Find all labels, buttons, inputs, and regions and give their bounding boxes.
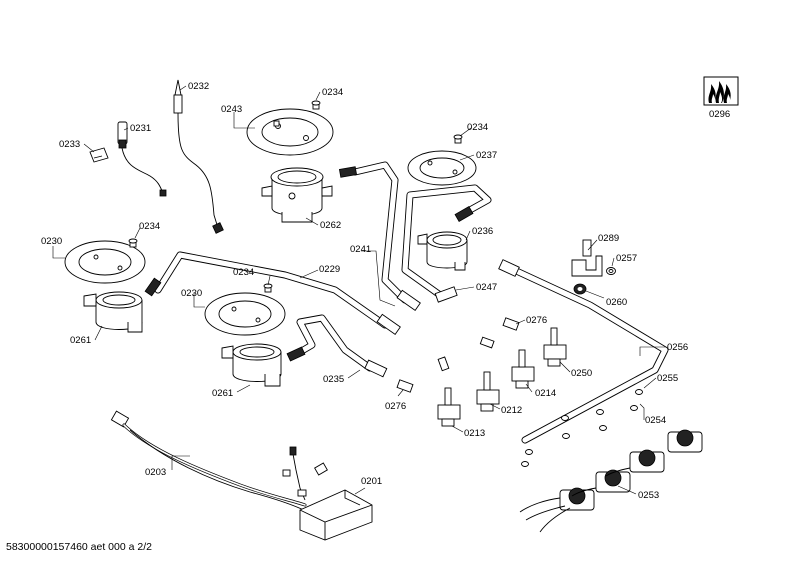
part-label: 0214 bbox=[535, 388, 556, 399]
part-labels: 0232 0234 0243 0231 0233 0234 0237 0262 … bbox=[41, 81, 730, 501]
part-label: 0237 bbox=[476, 150, 497, 161]
part-label: 0247 bbox=[476, 282, 497, 293]
burner-housing-0261-b bbox=[221, 343, 282, 387]
gas-tube-0241 bbox=[338, 161, 421, 312]
gas-tube-0247 bbox=[401, 184, 492, 303]
part-label: 0203 bbox=[145, 467, 166, 478]
clip-0233 bbox=[89, 147, 109, 163]
part-label: 0250 bbox=[571, 368, 592, 379]
wiring-harness-0203 bbox=[110, 410, 328, 513]
part-label: 0234 bbox=[467, 122, 488, 133]
part-label: 0276 bbox=[526, 315, 547, 326]
part-label: 0262 bbox=[320, 220, 341, 231]
part-label: 0243 bbox=[221, 104, 242, 115]
part-label: 0235 bbox=[323, 374, 344, 385]
thermocouple-0232 bbox=[173, 79, 224, 234]
part-label: 0276 bbox=[385, 401, 406, 412]
screw-0243-small bbox=[273, 120, 280, 127]
leader-lines bbox=[52, 85, 666, 495]
screw-0234-d bbox=[263, 283, 273, 293]
part-label: 0296 bbox=[709, 109, 730, 120]
washers-0255 bbox=[521, 389, 643, 467]
burner-housing-0236 bbox=[417, 231, 468, 271]
elbow-fitting-0289 bbox=[571, 239, 603, 277]
part-label: 0234 bbox=[322, 87, 343, 98]
gas-tube-0235 bbox=[286, 314, 388, 378]
gas-valve-0250 bbox=[543, 327, 567, 367]
part-label: 0256 bbox=[667, 342, 688, 353]
seal-ring-0257 bbox=[606, 267, 616, 275]
ignition-electrode-0231 bbox=[117, 121, 167, 197]
part-label: 0232 bbox=[188, 81, 209, 92]
burner-plate-0230-a bbox=[64, 240, 146, 284]
gas-manifold-0256 bbox=[498, 259, 669, 444]
burner-plate-0237 bbox=[407, 150, 477, 186]
gas-valve-0213 bbox=[437, 387, 461, 427]
burner-plate-0230-b bbox=[204, 292, 286, 336]
part-label: 0213 bbox=[464, 428, 485, 439]
ignition-module-0201 bbox=[299, 489, 373, 541]
gas-valve-0212 bbox=[476, 371, 500, 412]
part-label: 0201 bbox=[361, 476, 382, 487]
screw-0234-b bbox=[453, 134, 463, 144]
part-label: 0231 bbox=[130, 123, 151, 134]
part-label: 0229 bbox=[319, 264, 340, 275]
nut-0260 bbox=[573, 283, 587, 295]
part-label: 0253 bbox=[638, 490, 659, 501]
part-label: 0261 bbox=[70, 335, 91, 346]
part-label: 0234 bbox=[233, 267, 254, 278]
injector-0276-a bbox=[479, 317, 520, 349]
part-label: 0241 bbox=[350, 244, 371, 255]
burner-housing-0262 bbox=[261, 167, 333, 223]
part-label: 0254 bbox=[645, 415, 666, 426]
part-label: 0230 bbox=[41, 236, 62, 247]
part-label: 0212 bbox=[501, 405, 522, 416]
ignition-switches-0253 bbox=[519, 429, 703, 533]
document-footer: 58300000157460 aet 000 a 2/2 bbox=[6, 541, 152, 553]
part-label: 0233 bbox=[59, 139, 80, 150]
screw-0234-c bbox=[128, 238, 138, 248]
burner-plate-0243 bbox=[246, 108, 334, 156]
part-label: 0234 bbox=[139, 221, 160, 232]
part-label: 0230 bbox=[181, 288, 202, 299]
part-label: 0260 bbox=[606, 297, 627, 308]
part-label: 0236 bbox=[472, 226, 493, 237]
part-label: 0289 bbox=[598, 233, 619, 244]
part-label: 0261 bbox=[212, 388, 233, 399]
gas-flame-icon bbox=[703, 76, 739, 106]
injector-0276-b bbox=[396, 356, 450, 393]
burner-housing-0261-a bbox=[83, 291, 143, 333]
gas-valve-0214 bbox=[511, 349, 535, 389]
part-label: 0255 bbox=[657, 373, 678, 384]
part-label: 0257 bbox=[616, 253, 637, 264]
gas-tube-0229 bbox=[144, 251, 401, 336]
screw-0234-a bbox=[311, 100, 321, 110]
